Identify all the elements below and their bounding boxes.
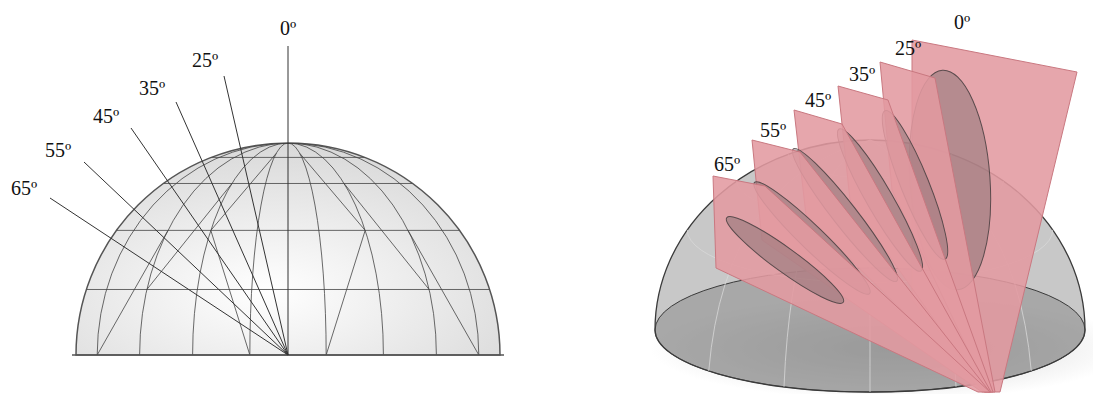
angle-ray [288, 46, 289, 355]
angle-label: 25º [192, 50, 218, 70]
angle-ray [224, 76, 288, 355]
angle-ray [50, 198, 288, 355]
angle-label: 55º [45, 140, 71, 160]
front-view [50, 46, 504, 355]
angle-label: 65º [11, 178, 37, 198]
angle-ray [131, 128, 288, 355]
angle-label: 0º [280, 18, 296, 38]
angle-label: 55º [760, 120, 786, 140]
perspective-view [650, 40, 1093, 394]
angle-label: 25º [895, 38, 921, 58]
angle-label: 35º [849, 64, 875, 84]
angle-label: 65º [714, 154, 740, 174]
section-plane [713, 176, 990, 392]
angle-label: 45º [93, 106, 119, 126]
angle-label: 35º [139, 78, 165, 98]
angle-label: 45º [805, 90, 831, 110]
angle-label: 0º [954, 12, 970, 32]
angle-ray [176, 102, 288, 355]
angle-ray [84, 162, 288, 355]
